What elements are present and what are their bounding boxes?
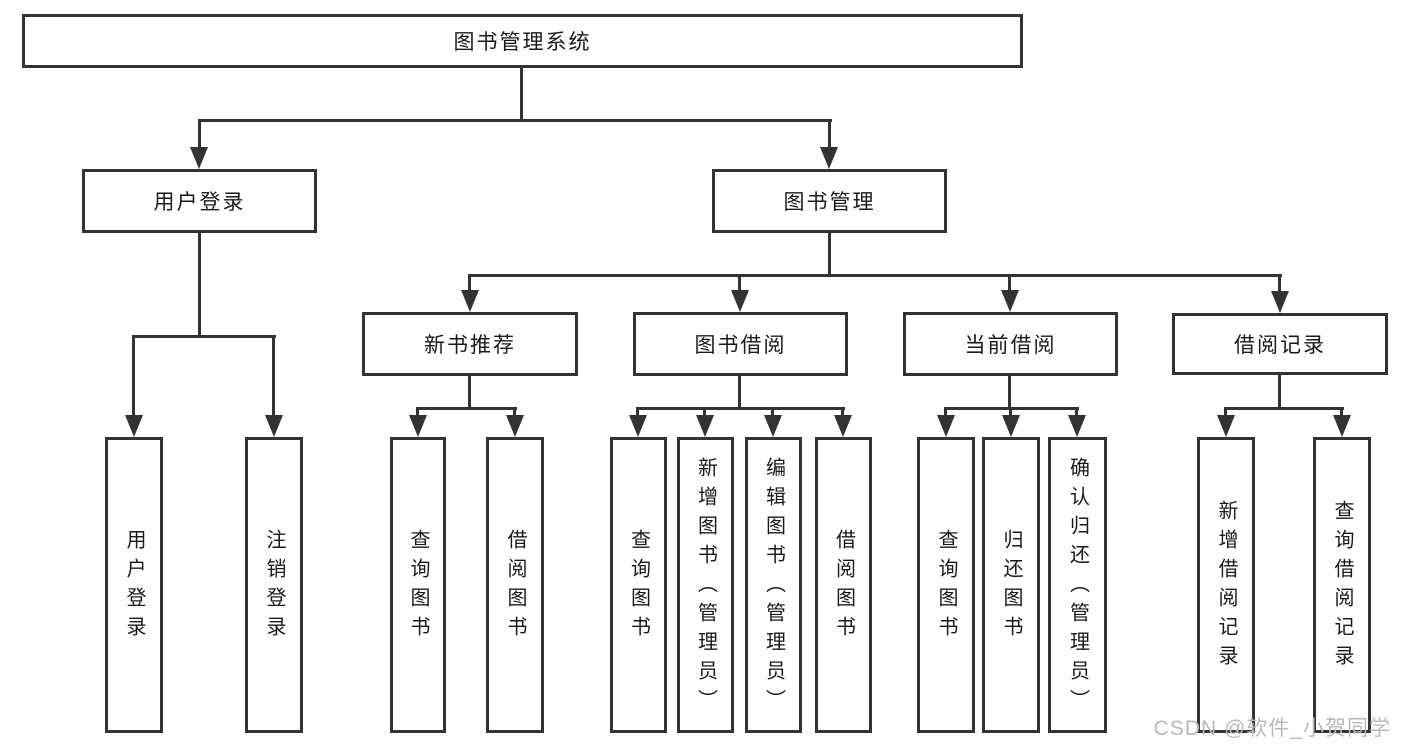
connector-line <box>738 376 741 409</box>
arrow-down-icon <box>629 415 647 437</box>
connector-line <box>1224 410 1227 418</box>
connector-line <box>198 119 832 122</box>
connector-line <box>513 410 516 418</box>
node-login-out: 注销登录 <box>245 437 303 733</box>
node-cur-confirm: 确认归还（管理员） <box>1048 437 1107 733</box>
connector-line <box>1008 376 1011 409</box>
connector-line <box>1278 375 1281 409</box>
node-current-borrow: 当前借阅 <box>903 312 1118 376</box>
node-book-mgmt: 图书管理 <box>712 169 947 233</box>
node-borrow-record: 借阅记录 <box>1172 313 1388 375</box>
connector-line <box>468 277 471 293</box>
node-login-do: 用户登录 <box>105 437 163 733</box>
arrow-down-icon <box>125 415 143 437</box>
node-bor-borrow: 借阅图书 <box>815 437 872 733</box>
node-cur-return: 归还图书 <box>982 437 1040 733</box>
connector-line <box>1008 277 1011 293</box>
connector-line <box>132 335 276 338</box>
connector-line <box>944 407 1079 410</box>
connector-line <box>1340 410 1343 418</box>
node-bor-add: 新增图书（管理员） <box>677 437 734 733</box>
arrow-down-icon <box>696 415 714 437</box>
arrow-down-icon <box>731 290 749 312</box>
connector-line <box>1224 407 1344 410</box>
watermark: CSDN @软件_小贺同学 <box>1153 717 1391 740</box>
connector-line <box>841 410 844 418</box>
connector-line <box>1009 410 1012 418</box>
arrow-down-icon <box>190 147 208 169</box>
arrow-down-icon <box>820 147 838 169</box>
arrow-down-icon <box>1068 415 1086 437</box>
connector-line <box>828 122 831 152</box>
connector-line <box>198 122 201 152</box>
connector-line <box>944 410 947 418</box>
connector-line <box>132 338 135 418</box>
node-book-borrow: 图书借阅 <box>633 312 848 376</box>
node-user-login: 用户登录 <box>82 169 317 233</box>
connector-line <box>198 233 201 337</box>
connector-line <box>1075 410 1078 418</box>
connector-line <box>636 407 845 410</box>
node-recd-add: 新增借阅记录 <box>1197 437 1255 733</box>
arrow-down-icon <box>1001 290 1019 312</box>
arrow-down-icon <box>409 415 427 437</box>
node-recd-query: 查询借阅记录 <box>1313 437 1371 733</box>
node-rec-borrow: 借阅图书 <box>486 437 544 733</box>
arrow-down-icon <box>265 415 283 437</box>
connector-line <box>416 407 517 410</box>
connector-line <box>1278 277 1281 294</box>
arrow-down-icon <box>1271 291 1289 313</box>
connector-line <box>416 410 419 418</box>
node-bor-edit: 编辑图书（管理员） <box>745 437 802 733</box>
arrow-down-icon <box>506 415 524 437</box>
arrow-down-icon <box>1217 415 1235 437</box>
node-bor-query: 查询图书 <box>610 437 667 733</box>
arrow-down-icon <box>764 415 782 437</box>
connector-line <box>468 376 471 409</box>
connector-line <box>468 274 1282 277</box>
connector-line <box>828 233 831 276</box>
arrow-down-icon <box>461 290 479 312</box>
connector-line <box>703 410 706 418</box>
arrow-down-icon <box>1333 415 1351 437</box>
node-rec-query: 查询图书 <box>390 437 446 733</box>
connector-line <box>272 338 275 418</box>
node-new-book-rec: 新书推荐 <box>362 312 578 376</box>
arrow-down-icon <box>834 415 852 437</box>
arrow-down-icon <box>1002 415 1020 437</box>
arrow-down-icon <box>937 415 955 437</box>
connector-line <box>636 410 639 418</box>
connector-line <box>738 277 741 293</box>
node-root: 图书管理系统 <box>22 14 1023 68</box>
node-cur-query: 查询图书 <box>917 437 975 733</box>
connector-line <box>520 68 523 122</box>
connector-line <box>771 410 774 418</box>
